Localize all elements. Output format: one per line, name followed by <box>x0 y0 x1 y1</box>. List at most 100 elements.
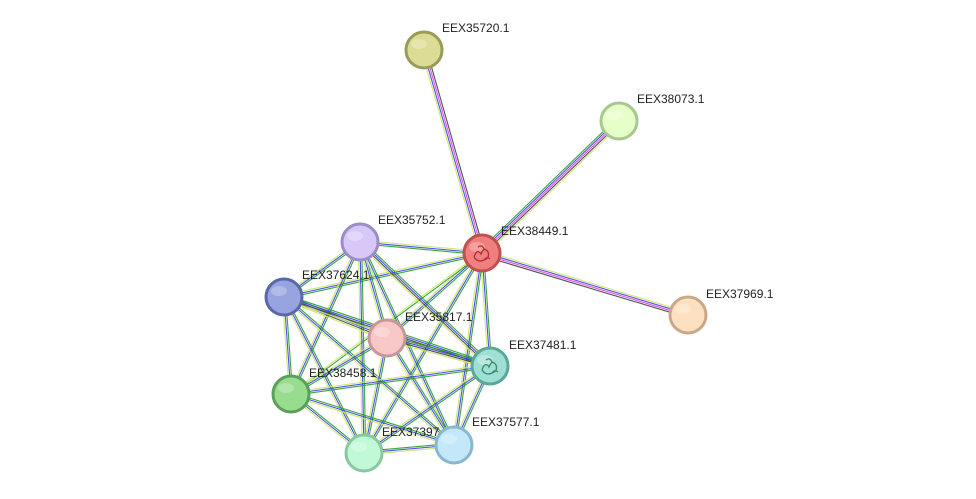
edge-evidence-line <box>480 119 619 253</box>
edge-evidence-line <box>386 337 455 446</box>
edge-evidence-line <box>482 121 621 255</box>
edge-evidence-line <box>363 252 483 454</box>
edge-EEX38449.1-EEX38073.1[interactable] <box>479 118 622 256</box>
edge-evidence-line <box>290 241 361 395</box>
edge-evidence-line <box>360 239 483 252</box>
edge-evidence-line <box>482 250 689 314</box>
node-highlight <box>347 231 363 241</box>
edge-evidence-line <box>364 366 492 455</box>
edge-evidence-line <box>283 252 483 298</box>
node-highlight <box>675 304 691 314</box>
edge-evidence-line <box>290 393 455 446</box>
edge-EEX37624.1-EEX37577.1[interactable] <box>282 295 456 447</box>
node-circle[interactable] <box>340 222 380 262</box>
edge-evidence-line <box>481 120 620 254</box>
node-EEX37969.1[interactable]: EEX37969.1 <box>668 287 774 335</box>
node-circle[interactable] <box>599 101 639 141</box>
edge-EEX35817.1-EEX37577.1[interactable] <box>385 336 456 447</box>
edge-evidence-line <box>481 254 688 318</box>
node-label: EEX35752.1 <box>378 213 446 227</box>
edge-evidence-line <box>359 241 455 446</box>
edge-EEX37481.1-EEX38458.1[interactable] <box>290 363 491 397</box>
node-highlight <box>374 327 390 337</box>
edge-evidence-line <box>284 295 456 445</box>
node-circle[interactable] <box>344 433 384 473</box>
node-circle[interactable] <box>434 425 474 465</box>
node-EEX38449.1[interactable]: EEX38449.1 <box>462 224 569 273</box>
edge-evidence-line <box>357 243 489 369</box>
edge-evidence-line <box>292 242 363 395</box>
edge-evidence-line <box>387 336 456 445</box>
edge-evidence-line <box>385 338 454 447</box>
edge-evidence-line <box>364 253 484 455</box>
edge-evidence-line <box>361 239 493 365</box>
edge-evidence-line <box>362 251 482 453</box>
edge-evidence-line <box>290 363 490 393</box>
edge-evidence-line <box>362 364 490 453</box>
edge-EEX38449.1-EEX35752.1[interactable] <box>359 239 483 256</box>
node-label: EEX35720.1 <box>442 21 510 35</box>
node-circle[interactable] <box>264 277 304 317</box>
edge-evidence-line <box>479 118 618 251</box>
edge-EEX35752.1-EEX38458.1[interactable] <box>288 241 363 395</box>
edge-evidence-line <box>361 241 367 453</box>
node-EEX38073.1[interactable]: EEX38073.1 <box>599 92 705 141</box>
edge-evidence-line <box>424 49 484 253</box>
edge-EEX38449.1-EEX35720.1[interactable] <box>421 49 485 254</box>
node-label: EEX38458.1 <box>309 366 377 380</box>
edge-evidence-line <box>359 242 490 368</box>
node-EEX37577.1[interactable]: EEX37577.1 <box>434 415 540 465</box>
edge-EEX38449.1-EEX37969.1[interactable] <box>481 250 689 318</box>
edge-evidence-line <box>361 337 386 453</box>
network-nodes: EEX38449.1 EEX35720.1EEX38073.1EEX37969.1… <box>264 21 774 473</box>
edge-EEX38449.1-EEX37624.1[interactable] <box>283 250 483 300</box>
edge-evidence-line <box>291 391 455 444</box>
edge-evidence-line <box>283 296 455 446</box>
edge-EEX38458.1-EEX37577.1[interactable] <box>290 391 455 448</box>
edge-EEX35817.1-EEX37397[interactable] <box>361 337 390 454</box>
node-EEX35752.1[interactable]: EEX35752.1 <box>340 213 446 262</box>
node-highlight <box>477 355 493 365</box>
node-EEX37481.1[interactable]: EEX37481.1 <box>470 338 577 386</box>
edge-evidence-line <box>483 123 622 256</box>
edge-evidence-line <box>425 49 485 253</box>
node-EEX35720.1[interactable]: EEX35720.1 <box>404 21 510 70</box>
node-label: EEX37397 <box>382 425 440 439</box>
edge-evidence-line <box>359 241 365 454</box>
protein-structure-icon <box>481 358 499 375</box>
node-circle[interactable] <box>367 318 407 358</box>
node-label: EEX38449.1 <box>501 224 569 238</box>
edge-evidence-line <box>282 297 454 447</box>
node-EEX37397[interactable]: EEX37397 <box>344 425 440 473</box>
edge-evidence-line <box>363 365 491 454</box>
node-circle[interactable] <box>668 295 708 335</box>
node-highlight <box>351 442 367 452</box>
node-label: EEX35817.1 <box>405 310 473 324</box>
edge-EEX35752.1-EEX37481.1[interactable] <box>357 239 493 369</box>
node-EEX35817.1[interactable]: EEX35817.1 <box>367 310 473 358</box>
node-circle[interactable] <box>404 30 444 70</box>
edge-evidence-line <box>290 395 454 448</box>
edge-evidence-line <box>455 253 485 446</box>
node-highlight <box>469 242 485 252</box>
node-label: EEX37624.1 <box>302 268 370 282</box>
edge-evidence-line <box>422 50 482 254</box>
edge-evidence-line <box>387 253 484 340</box>
edge-evidence-line <box>360 240 491 366</box>
edge-evidence-line <box>482 251 689 315</box>
edge-EEX38449.1-EEX37397[interactable] <box>362 251 484 455</box>
edge-evidence-line <box>291 367 491 397</box>
edge-EEX37481.1-EEX37397[interactable] <box>362 364 492 455</box>
node-label: EEX37969.1 <box>706 287 774 301</box>
node-EEX38458.1[interactable]: EEX38458.1 <box>271 366 377 414</box>
edge-evidence-line <box>288 241 359 394</box>
edge-evidence-line <box>363 337 388 454</box>
edge-evidence-line <box>359 243 482 256</box>
node-EEX37624.1[interactable]: EEX37624.1 <box>264 268 370 317</box>
node-highlight <box>271 286 287 296</box>
node-circle[interactable] <box>271 374 311 414</box>
edge-evidence-line <box>359 241 483 254</box>
protein-structure-icon <box>473 245 491 262</box>
edge-evidence-line <box>290 365 491 395</box>
node-highlight <box>441 434 457 444</box>
